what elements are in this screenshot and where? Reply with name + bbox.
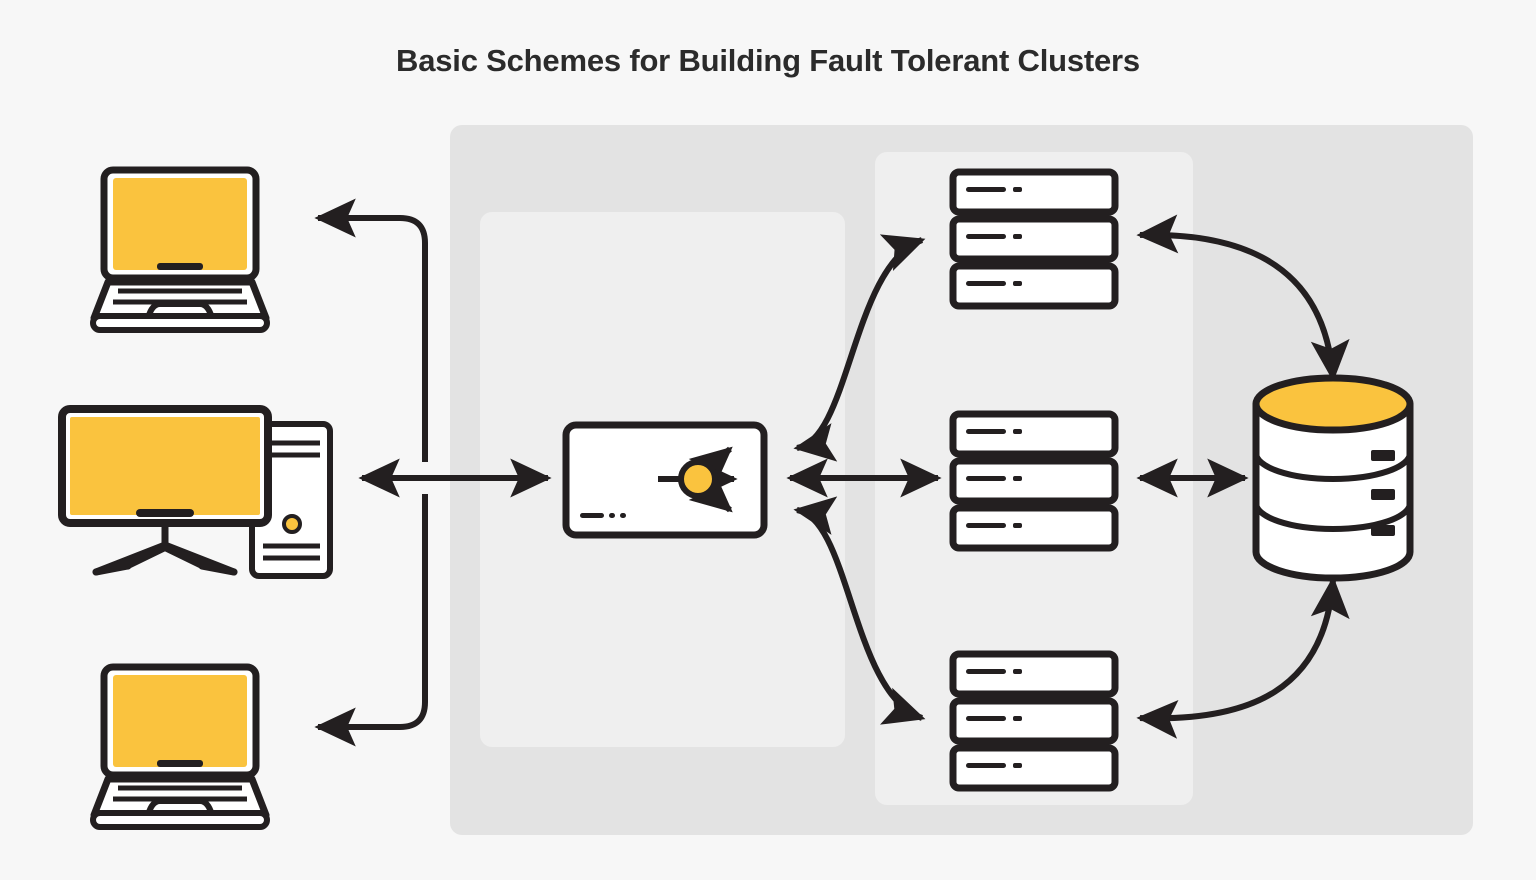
load-balancer[interactable] <box>562 421 768 539</box>
laptop-bottom[interactable] <box>90 663 270 830</box>
server-group-middle[interactable] <box>949 410 1119 552</box>
server-unit[interactable] <box>949 697 1119 745</box>
server-unit[interactable] <box>949 262 1119 310</box>
desktop-screen <box>70 417 260 515</box>
page-title: Basic Schemes for Building Fault Toleran… <box>396 43 1140 78</box>
database-chip <box>1371 525 1395 536</box>
laptop-screen-top <box>113 178 247 270</box>
server-unit[interactable] <box>949 744 1119 792</box>
connection-bottom-servers-to-database <box>1136 576 1350 739</box>
database-chip <box>1371 450 1395 461</box>
server-group-bottom[interactable] <box>949 650 1119 792</box>
server-unit[interactable] <box>949 410 1119 458</box>
server-unit[interactable] <box>949 215 1119 263</box>
server-unit[interactable] <box>949 504 1119 552</box>
desktop-workstation[interactable] <box>58 405 333 579</box>
status-indicator-dashes <box>580 513 626 518</box>
database-cylinder[interactable] <box>1252 374 1414 582</box>
database-chip <box>1371 489 1395 500</box>
laptop-screen-bar-top <box>157 263 203 270</box>
laptop-screen-bottom <box>113 675 247 767</box>
balancer-node-icon <box>678 459 718 499</box>
connection-balancer-to-top-servers <box>793 234 926 462</box>
database-top-disc <box>1252 374 1414 434</box>
server-unit[interactable] <box>949 168 1119 216</box>
desktop-screen-bar <box>136 509 194 517</box>
connection-client-bus <box>314 198 428 747</box>
server-unit[interactable] <box>949 457 1119 505</box>
connection-top-servers-to-database <box>1136 214 1350 382</box>
server-group-top[interactable] <box>949 168 1119 310</box>
server-unit[interactable] <box>949 650 1119 698</box>
laptop-top[interactable] <box>90 166 270 333</box>
laptop-screen-bar-bottom <box>157 760 203 767</box>
connection-balancer-to-bottom-servers <box>793 496 926 725</box>
power-button-icon[interactable] <box>282 514 302 534</box>
